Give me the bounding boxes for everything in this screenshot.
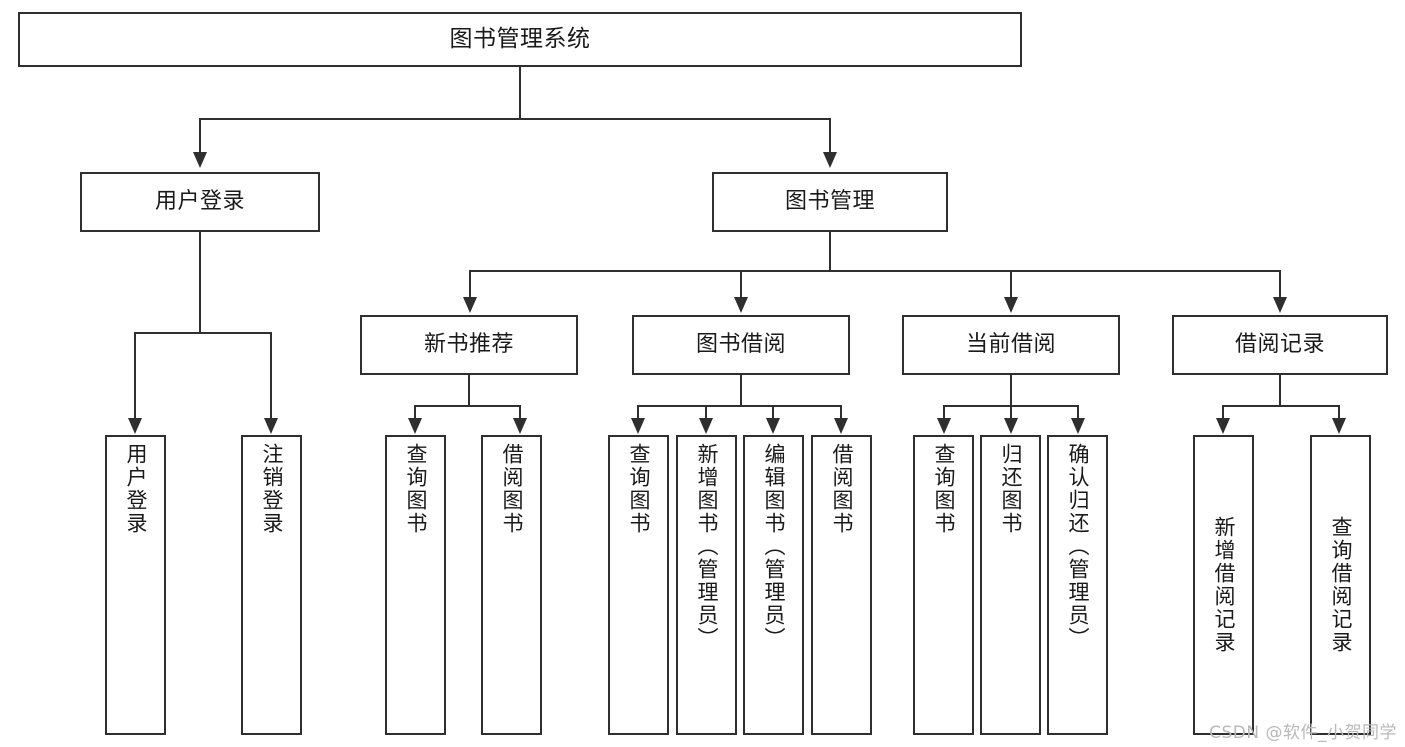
leaf-label: 新增图书（管理员） xyxy=(695,443,719,650)
leaf-logout[interactable]: 注销登录 xyxy=(241,435,302,735)
node-current-borrow[interactable]: 当前借阅 xyxy=(902,315,1120,375)
connector-level1-drop-user-login xyxy=(199,118,201,152)
node-label: 借阅记录 xyxy=(1234,331,1325,357)
connector-new-book-drop-1 xyxy=(414,405,416,418)
node-borrow-record[interactable]: 借阅记录 xyxy=(1172,315,1388,375)
connector-level2-drop-4 xyxy=(1279,270,1281,298)
leaf-borrow-book-new-recommend[interactable]: 借阅图书 xyxy=(481,435,542,735)
node-user-login[interactable]: 用户登录 xyxy=(80,172,320,232)
arrow-to-query-book-cb xyxy=(937,418,951,434)
arrow-to-current-borrow xyxy=(1004,297,1018,313)
arrow-to-return-book-cb xyxy=(1004,418,1018,434)
node-label: 图书管理系统 xyxy=(449,25,591,52)
connector-user-login-drop-1 xyxy=(134,332,136,418)
connector-book-borrow-drop-2 xyxy=(705,405,707,418)
arrow-to-query-book-nb xyxy=(408,418,422,434)
leaf-label: 借阅图书 xyxy=(500,443,524,535)
arrow-to-book-borrow xyxy=(734,297,748,313)
connector-current-borrow-drop-3 xyxy=(1077,405,1079,418)
connector-level1-bus xyxy=(199,118,831,120)
node-new-book-recommend[interactable]: 新书推荐 xyxy=(360,315,578,375)
connector-book-management-stem xyxy=(829,232,831,271)
connector-level1-drop-book-management xyxy=(829,118,831,152)
connector-new-book-drop-2 xyxy=(519,405,521,418)
connector-level2-bus xyxy=(469,270,1281,272)
connector-current-borrow-stem xyxy=(1010,375,1012,406)
leaf-label: 注销登录 xyxy=(260,443,284,535)
leaf-edit-book-admin[interactable]: 编辑图书（管理员） xyxy=(743,435,804,735)
connector-borrow-record-drop-1 xyxy=(1222,405,1224,418)
arrow-to-logout-leaf xyxy=(264,418,278,434)
leaf-label: 归还图书 xyxy=(999,443,1023,535)
connector-root-stem xyxy=(519,67,521,119)
connector-current-borrow-drop-2 xyxy=(1010,405,1012,418)
leaf-label: 确认归还（管理员） xyxy=(1066,443,1090,650)
leaf-query-book-current[interactable]: 查询图书 xyxy=(913,435,974,735)
connector-book-borrow-drop-1 xyxy=(637,405,639,418)
leaf-confirm-return-admin[interactable]: 确认归还（管理员） xyxy=(1047,435,1108,735)
leaf-label: 查询图书 xyxy=(627,443,651,535)
connector-borrow-record-bus xyxy=(1222,405,1340,407)
arrow-to-add-record xyxy=(1216,418,1230,434)
node-root-book-management-system[interactable]: 图书管理系统 xyxy=(18,12,1022,67)
leaf-label: 新增借阅记录 xyxy=(1212,516,1236,654)
arrow-to-new-book-recommend xyxy=(463,297,477,313)
leaf-query-borrow-record[interactable]: 查询借阅记录 xyxy=(1310,435,1371,735)
arrow-to-user-login-leaf xyxy=(128,418,142,434)
leaf-label: 借阅图书 xyxy=(830,443,854,535)
arrow-to-borrow-record xyxy=(1273,297,1287,313)
node-book-borrow[interactable]: 图书借阅 xyxy=(632,315,850,375)
leaf-label: 查询图书 xyxy=(932,443,956,535)
leaf-label: 查询图书 xyxy=(404,443,428,535)
connector-current-borrow-drop-1 xyxy=(943,405,945,418)
arrow-to-edit-book-bb xyxy=(766,418,780,434)
leaf-add-book-admin[interactable]: 新增图书（管理员） xyxy=(676,435,737,735)
arrow-to-query-record xyxy=(1332,418,1346,434)
connector-borrow-record-drop-2 xyxy=(1338,405,1340,418)
leaf-return-book[interactable]: 归还图书 xyxy=(980,435,1041,735)
arrow-to-confirm-return-cb xyxy=(1071,418,1085,434)
connector-book-borrow-drop-3 xyxy=(772,405,774,418)
arrow-to-add-book-bb xyxy=(699,418,713,434)
node-label: 用户登录 xyxy=(154,188,245,214)
leaf-label: 查询借阅记录 xyxy=(1329,516,1353,654)
arrow-to-borrow-book-bb xyxy=(834,418,848,434)
connector-book-borrow-bus xyxy=(637,405,842,407)
connector-borrow-record-stem xyxy=(1279,375,1281,406)
connector-book-borrow-stem xyxy=(740,375,742,406)
leaf-user-login[interactable]: 用户登录 xyxy=(105,435,166,735)
leaf-query-book-new-recommend[interactable]: 查询图书 xyxy=(385,435,446,735)
connector-user-login-stem xyxy=(199,232,201,333)
arrow-to-borrow-book-nb xyxy=(513,418,527,434)
leaf-query-book-borrow[interactable]: 查询图书 xyxy=(608,435,669,735)
arrow-to-query-book-bb xyxy=(631,418,645,434)
connector-new-book-stem xyxy=(468,375,470,406)
connector-level2-drop-2 xyxy=(740,270,742,298)
connector-book-borrow-drop-4 xyxy=(840,405,842,418)
connector-level2-drop-1 xyxy=(469,270,471,298)
arrow-to-book-management xyxy=(823,152,837,168)
arrow-to-user-login xyxy=(193,152,207,168)
node-label: 新书推荐 xyxy=(423,331,514,357)
node-label: 图书借阅 xyxy=(695,331,786,357)
leaf-borrow-book[interactable]: 借阅图书 xyxy=(811,435,872,735)
connector-new-book-bus xyxy=(414,405,520,407)
node-label: 图书管理 xyxy=(784,188,875,214)
connector-user-login-drop-2 xyxy=(270,332,272,418)
node-book-management[interactable]: 图书管理 xyxy=(712,172,948,232)
node-label: 当前借阅 xyxy=(965,331,1056,357)
connector-level2-drop-3 xyxy=(1010,270,1012,298)
leaf-label: 编辑图书（管理员） xyxy=(762,443,786,650)
leaf-add-borrow-record[interactable]: 新增借阅记录 xyxy=(1193,435,1254,735)
connector-user-login-bus xyxy=(134,332,271,334)
leaf-label: 用户登录 xyxy=(124,443,148,535)
